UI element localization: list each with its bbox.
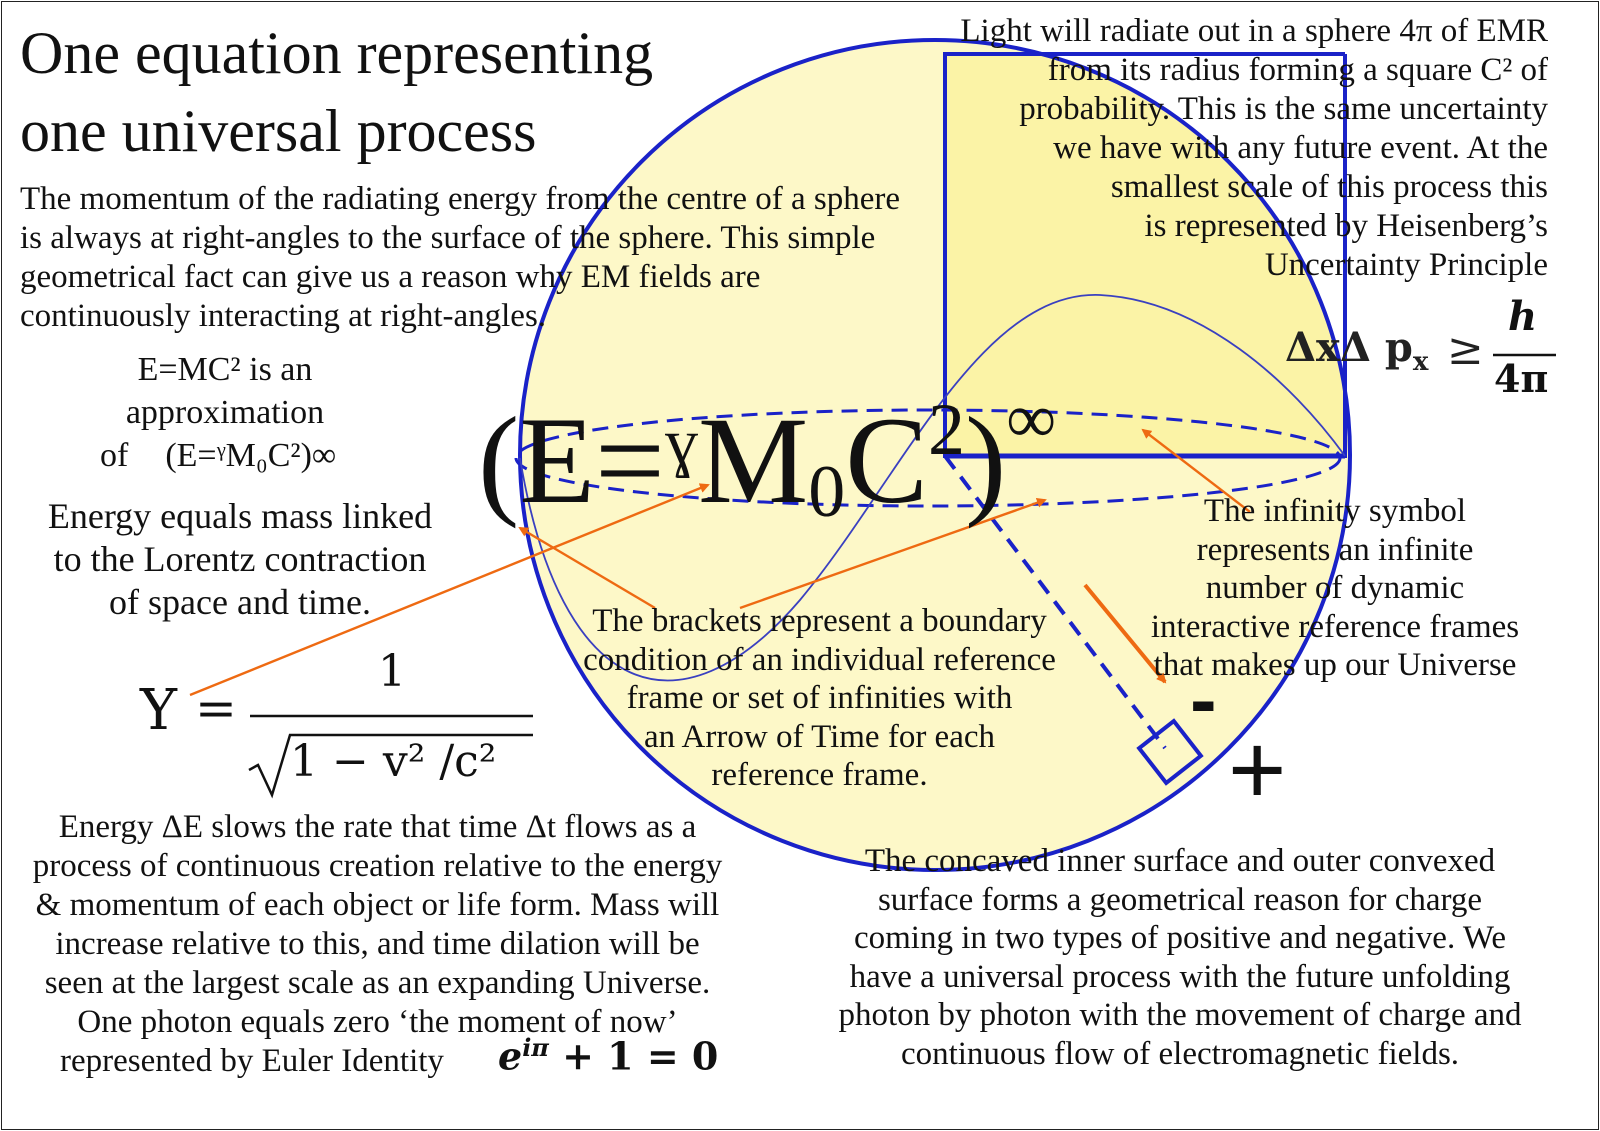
brackets-line: condition of an individual reference <box>583 641 1056 678</box>
energy-line: & momentum of each object or life form. … <box>35 887 720 923</box>
lorentz-line: of space and time. <box>109 582 371 622</box>
brackets-line: frame or set of infinities with <box>626 680 1013 716</box>
euler-base: e <box>498 1033 523 1079</box>
concave-line: coming in two types of positive and nega… <box>853 920 1507 956</box>
energy-line: process of continuous creation relative … <box>32 848 723 884</box>
momentum-line: geometrical fact can give us a reason wh… <box>20 259 761 295</box>
euler-rest: + 1 = 0 <box>548 1033 719 1079</box>
equation-superscript: 2 <box>927 389 965 471</box>
momentum-line: continuously interacting at right-angles… <box>20 298 547 334</box>
infinity-paragraph: The infinity symbol represents an infini… <box>1145 492 1525 685</box>
positive-charge-sign: + <box>1228 714 1287 826</box>
concave-line: The concaved inner surface and outer con… <box>864 843 1496 879</box>
gamma-numerator: 1 <box>378 646 406 697</box>
energy-line: represented by Euler Identity <box>15 1042 740 1081</box>
arrow-infinity <box>1141 428 1251 513</box>
equation-close: ) <box>964 392 1007 529</box>
euler-intro: represented by Euler Identity <box>60 1043 444 1079</box>
light-line: Uncertainty Principle <box>1264 247 1548 283</box>
light-line: we have with any future event. At the <box>1053 130 1548 166</box>
concave-paragraph: The concaved inner surface and outer con… <box>825 842 1535 1073</box>
equator-ellipse <box>514 408 1342 508</box>
approximation-note: E=MC² is an approximation of (E=ᵞM₀C²)∞ <box>100 348 350 477</box>
approx-line-3: of (E=ᵞM₀C²)∞ <box>100 434 350 477</box>
concave-line: have a universal process with the future… <box>849 958 1511 995</box>
arrow-bracket-right <box>739 497 1047 610</box>
sphere-outline <box>518 38 1352 872</box>
arrow-gamma <box>189 483 710 697</box>
concave-line: surface forms a geometrical reason for c… <box>877 881 1483 918</box>
momentum-line: The momentum of the radiating energy fro… <box>20 181 900 217</box>
heisenberg-lhs: ΔxΔ px <box>1285 328 1429 377</box>
gamma-radical <box>248 733 533 799</box>
lorentz-line: Energy equals mass linked <box>47 496 433 536</box>
infinity-line: number of dynamic <box>1205 570 1465 606</box>
infinity-line: represents an infinite <box>1196 531 1474 568</box>
gamma-symbol: Y <box>140 678 177 743</box>
right-angle-marker <box>1136 718 1204 786</box>
equation-c: C <box>845 392 928 529</box>
negative-charge-sign: - <box>1190 655 1217 744</box>
title-line-1: One equation representing <box>20 20 654 86</box>
radius-dashed <box>943 454 1167 750</box>
light-line: probability. This is the same uncertaint… <box>1019 91 1548 127</box>
infinity-line: that makes up our Universe <box>1153 647 1517 683</box>
gamma-equals: = <box>195 679 237 737</box>
equation-open: (E= <box>478 392 665 529</box>
light-line: smallest scale of this process this <box>1110 169 1548 205</box>
light-paragraph: Light will radiate out in a sphere 4π of… <box>900 12 1548 285</box>
euler-identity: eiπ + 1 = 0 <box>498 1036 718 1076</box>
arrow-bracket-left <box>518 526 656 610</box>
brackets-paragraph: The brackets represent a boundary condit… <box>572 602 1067 795</box>
concave-line: continuous flow of electromagnetic field… <box>900 1035 1460 1072</box>
equation-infinity: ∞ <box>1006 381 1057 458</box>
brackets-line: The brackets represent a boundary <box>592 603 1047 639</box>
heisenberg-denominator: 4π <box>1494 356 1549 401</box>
title-line-2: one universal process <box>20 98 537 164</box>
approx-of: of <box>100 437 129 474</box>
heisenberg-sub: x <box>1412 347 1429 377</box>
approx-equation: (E=ᵞM₀C²)∞ <box>165 437 337 474</box>
equation-mass: M <box>697 392 809 529</box>
approx-line-2: approximation <box>125 394 325 431</box>
brackets-line: an Arrow of Time for each <box>643 718 995 755</box>
gamma-denominator: 1 − v² /c² <box>290 736 497 787</box>
lorentz-line: to the Lorentz contraction <box>53 539 427 579</box>
page-title: One equation representing one universal … <box>20 14 653 170</box>
infinity-line: The infinity symbol <box>1203 493 1467 529</box>
concave-line: photon by photon with the movement of ch… <box>838 997 1522 1033</box>
equation-gamma: ɣ <box>664 406 698 479</box>
main-equation: (E=ɣM0C2)∞ <box>478 385 1056 530</box>
heisenberg-numerator: h <box>1508 293 1538 340</box>
equation-subscript: 0 <box>808 451 846 533</box>
light-line: from its radius forming a square C² of <box>1047 52 1548 88</box>
wave-curve <box>519 294 1346 682</box>
momentum-paragraph: The momentum of the radiating energy fro… <box>20 180 900 336</box>
lorentz-paragraph: Energy equals mass linked to the Lorentz… <box>30 495 450 624</box>
heisenberg-delta: ΔxΔ p <box>1285 324 1413 371</box>
light-line: Light will radiate out in a sphere 4π of… <box>960 13 1548 49</box>
energy-paragraph: Energy ΔE slows the rate that time Δt fl… <box>15 808 740 1081</box>
approx-line-1: E=MC² is an <box>137 351 313 388</box>
light-line: is represented by Heisenberg’s <box>1144 208 1548 244</box>
energy-line: seen at the largest scale as an expandin… <box>44 965 711 1001</box>
energy-line: increase relative to this, and time dila… <box>55 926 700 962</box>
momentum-line: is always at right-angles to the surface… <box>20 220 876 256</box>
brackets-line: reference frame. <box>711 757 928 793</box>
infinity-line: interactive reference frames <box>1150 608 1520 645</box>
euler-exponent: iπ <box>522 1033 549 1062</box>
heisenberg-ge: ≥ <box>1447 324 1484 375</box>
arrow-radius <box>1083 583 1167 684</box>
energy-line: One photon equals zero ‘the moment of no… <box>77 1004 678 1040</box>
energy-line: Energy ΔE slows the rate that time Δt fl… <box>58 809 697 845</box>
